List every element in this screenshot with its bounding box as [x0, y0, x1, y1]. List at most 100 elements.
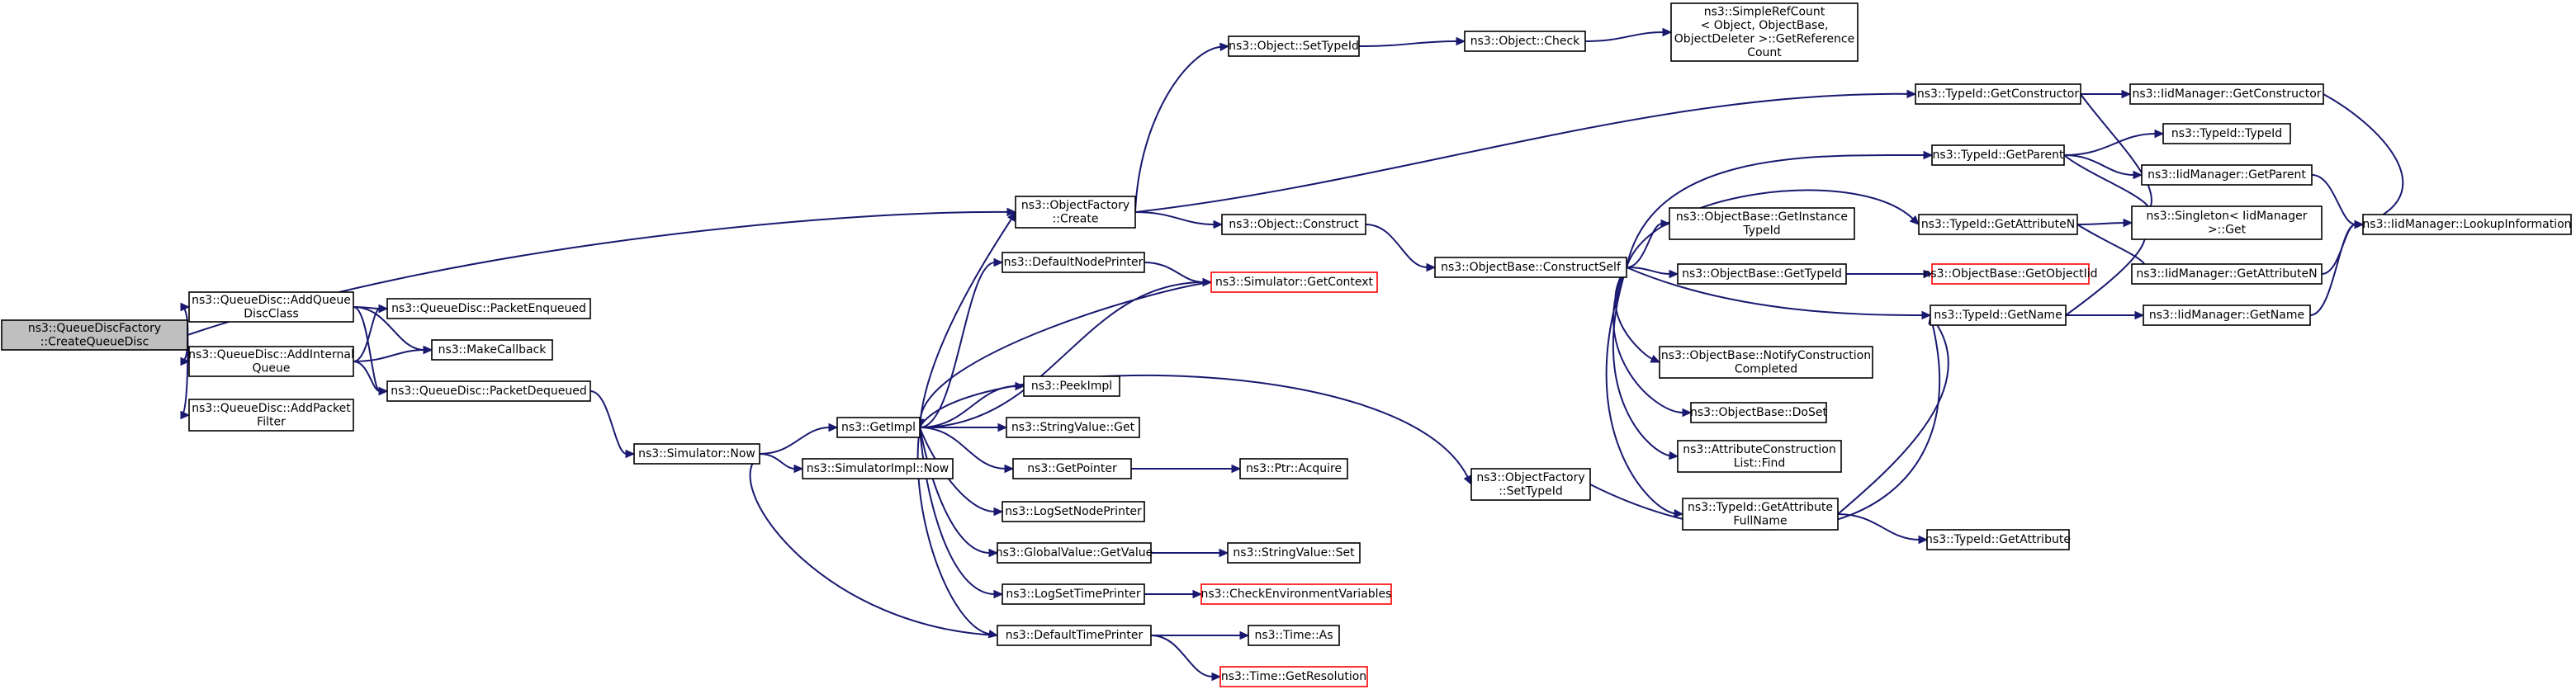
node-ofCreate[interactable]: ns3::ObjectFactory::Create [1015, 196, 1136, 229]
call-edge-constructSelf-to-getName [1626, 267, 1932, 320]
node-getImpl[interactable]: ns3::GetImpl [836, 417, 921, 438]
edge-line [1612, 267, 1684, 413]
edge-line [2309, 224, 2356, 316]
arrowhead-icon [2154, 129, 2165, 139]
node-label: >::Get [2208, 223, 2247, 236]
node-timeGetResolution[interactable]: ns3::Time::GetResolution [1219, 666, 1368, 687]
node-label: ns3::GetPointer [1027, 462, 1117, 475]
node-label: ns3::Object::Check [1470, 35, 1580, 48]
node-defaultTimePrinter[interactable]: ns3::DefaultTimePrinter [997, 625, 1152, 646]
node-packetDequeued[interactable]: ns3::QueueDisc::PacketDequeued [386, 380, 591, 402]
node-getAttributeN[interactable]: ns3::TypeId::GetAttributeN [1918, 214, 2078, 235]
node-doSet[interactable]: ns3::ObjectBase::DoSet [1690, 402, 1827, 423]
node-label: ns3::QueueDisc::AddInternal [188, 348, 354, 361]
node-objSetTypeId[interactable]: ns3::Object::SetTypeId [1228, 35, 1360, 57]
node-getContext[interactable]: ns3::Simulator::GetContext [1210, 271, 1378, 293]
call-edge-getImpl-to-ofCreate [919, 210, 1016, 428]
node-logSetTimePrinter[interactable]: ns3::LogSetTimePrinter [1002, 583, 1145, 605]
node-lookupInformation[interactable]: ns3::IidManager::LookupInformation [2362, 214, 2572, 235]
call-edge-objCheck-to-getRefCount [1584, 27, 1673, 42]
node-label: Filter [257, 415, 286, 428]
node-box [1006, 417, 1140, 438]
node-box [188, 291, 354, 323]
edge-line [1612, 267, 1671, 457]
node-box [1227, 542, 1361, 564]
node-label: ns3::IidManager::GetName [2149, 309, 2304, 322]
node-timeAs[interactable]: ns3::Time::As [1248, 625, 1340, 646]
node-stringValueGet[interactable]: ns3::StringValue::Get [1006, 417, 1140, 438]
node-ptrAcquire[interactable]: ns3::Ptr::Acquire [1239, 458, 1348, 479]
node-singletonGet[interactable]: ns3::Singleton< IidManager >::Get [2131, 205, 2323, 240]
node-logSetNodePrinter[interactable]: ns3::LogSetNodePrinter [1002, 501, 1145, 522]
node-iidGetConstructor[interactable]: ns3::IidManager::GetConstructor [2129, 83, 2324, 105]
node-obGetTypeId[interactable]: ns3::ObjectBase::GetTypeId [1677, 263, 1847, 285]
call-edge-ofCreate-to-objConstruct [1134, 211, 1224, 229]
node-getName[interactable]: ns3::TypeId::GetName [1930, 305, 2067, 326]
node-box [1434, 257, 1627, 278]
call-edge-getConstructor-to-singletonGet [2080, 93, 2152, 224]
edge-line [1626, 189, 1915, 268]
node-globalValueGetValue[interactable]: ns3::GlobalValue::GetValue [996, 542, 1153, 564]
call-edge-addInternalQueue-to-makeCallback [353, 345, 433, 362]
call-edge-constructSelf-to-doSet [1612, 267, 1693, 418]
node-ofSetTypeId[interactable]: ns3::ObjectFactory::SetTypeId [1470, 468, 1591, 501]
node-getAttribute[interactable]: ns3::TypeId::GetAttribute [1925, 529, 2071, 550]
node-box [1228, 35, 1360, 57]
node-label: Count [1747, 46, 1782, 59]
node-iidGetParent[interactable]: ns3::IidManager::GetParent [2141, 164, 2313, 186]
arrowhead-icon [378, 304, 389, 314]
node-getConstructor[interactable]: ns3::TypeId::GetConstructor [1915, 83, 2081, 105]
node-constructSelf[interactable]: ns3::ObjectBase::ConstructSelf [1434, 257, 1627, 278]
arrowhead-icon [993, 257, 1004, 267]
node-stringValueSet[interactable]: ns3::StringValue::Set [1227, 542, 1361, 564]
node-box [2143, 305, 2311, 326]
node-notifyConstruction[interactable]: ns3::ObjectBase::NotifyConstructionCompl… [1659, 346, 1873, 379]
edge-line [2323, 93, 2404, 223]
node-iidGetAttributeN[interactable]: ns3::IidManager::GetAttributeN [2131, 263, 2323, 285]
node-packetEnqueued[interactable]: ns3::QueueDisc::PacketEnqueued [386, 298, 591, 319]
call-edge-getImpl-to-getPointer [919, 427, 1015, 474]
node-makeCallback[interactable]: ns3::MakeCallback [431, 339, 553, 361]
node-getPointer[interactable]: ns3::GetPointer [1012, 458, 1132, 479]
node-peekImpl[interactable]: ns3::PeekImpl [1023, 375, 1120, 397]
node-objCheck[interactable]: ns3::Object::Check [1464, 31, 1586, 52]
call-edge-getImpl-to-globalValueGetValue [919, 427, 999, 558]
node-checkEnv[interactable]: ns3::CheckEnvironmentVariables [1200, 583, 1392, 605]
node-label: < Object, ObjectBase, [1701, 19, 1829, 32]
call-edge-packetDequeued-to-simNow [590, 390, 636, 459]
arrowhead-icon [1456, 36, 1466, 46]
node-label: ns3::QueueDisc::PacketDequeued [391, 385, 587, 398]
call-edge-getImpl-to-defaultNodePrinter [919, 257, 1004, 428]
edge-line [1150, 635, 1214, 677]
edge-line [919, 281, 1212, 421]
node-box [1015, 196, 1136, 229]
node-objConstruct[interactable]: ns3::Object::Construct [1221, 214, 1366, 235]
edge-line [2063, 154, 2135, 176]
node-getObjectIid[interactable]: ns3::ObjectBase::GetObjectIid [1923, 263, 2098, 285]
node-getRefCount[interactable]: ns3::SimpleRefCount< Object, ObjectBase,… [1670, 2, 1859, 62]
edge-line [1605, 267, 1676, 515]
node-box [1915, 83, 2081, 105]
node-simImplNow[interactable]: ns3::SimulatorImpl::Now [802, 458, 954, 479]
node-simNow[interactable]: ns3::Simulator::Now [633, 443, 760, 465]
arrowhead-icon [1682, 408, 1693, 418]
node-root[interactable]: ns3::QueueDiscFactory::CreateQueueDisc [1, 319, 188, 351]
node-iidGetName[interactable]: ns3::IidManager::GetName [2143, 305, 2311, 326]
node-typeIdTypeId[interactable]: ns3::TypeId::TypeId [2162, 123, 2291, 144]
node-box [1219, 666, 1368, 687]
arrowhead-icon [1650, 354, 1661, 363]
node-defaultNodePrinter[interactable]: ns3::DefaultNodePrinter [1002, 252, 1145, 273]
node-label: ns3::Object::SetTypeId [1229, 40, 1359, 53]
node-label: ns3::IidManager::GetConstructor [2132, 87, 2321, 101]
node-label: ns3::TypeId::GetAttribute [1925, 533, 2071, 546]
node-getParent[interactable]: ns3::TypeId::GetParent [1931, 144, 2065, 166]
node-label: ns3::GlobalValue::GetValue [996, 546, 1153, 559]
edge-line [919, 427, 996, 595]
